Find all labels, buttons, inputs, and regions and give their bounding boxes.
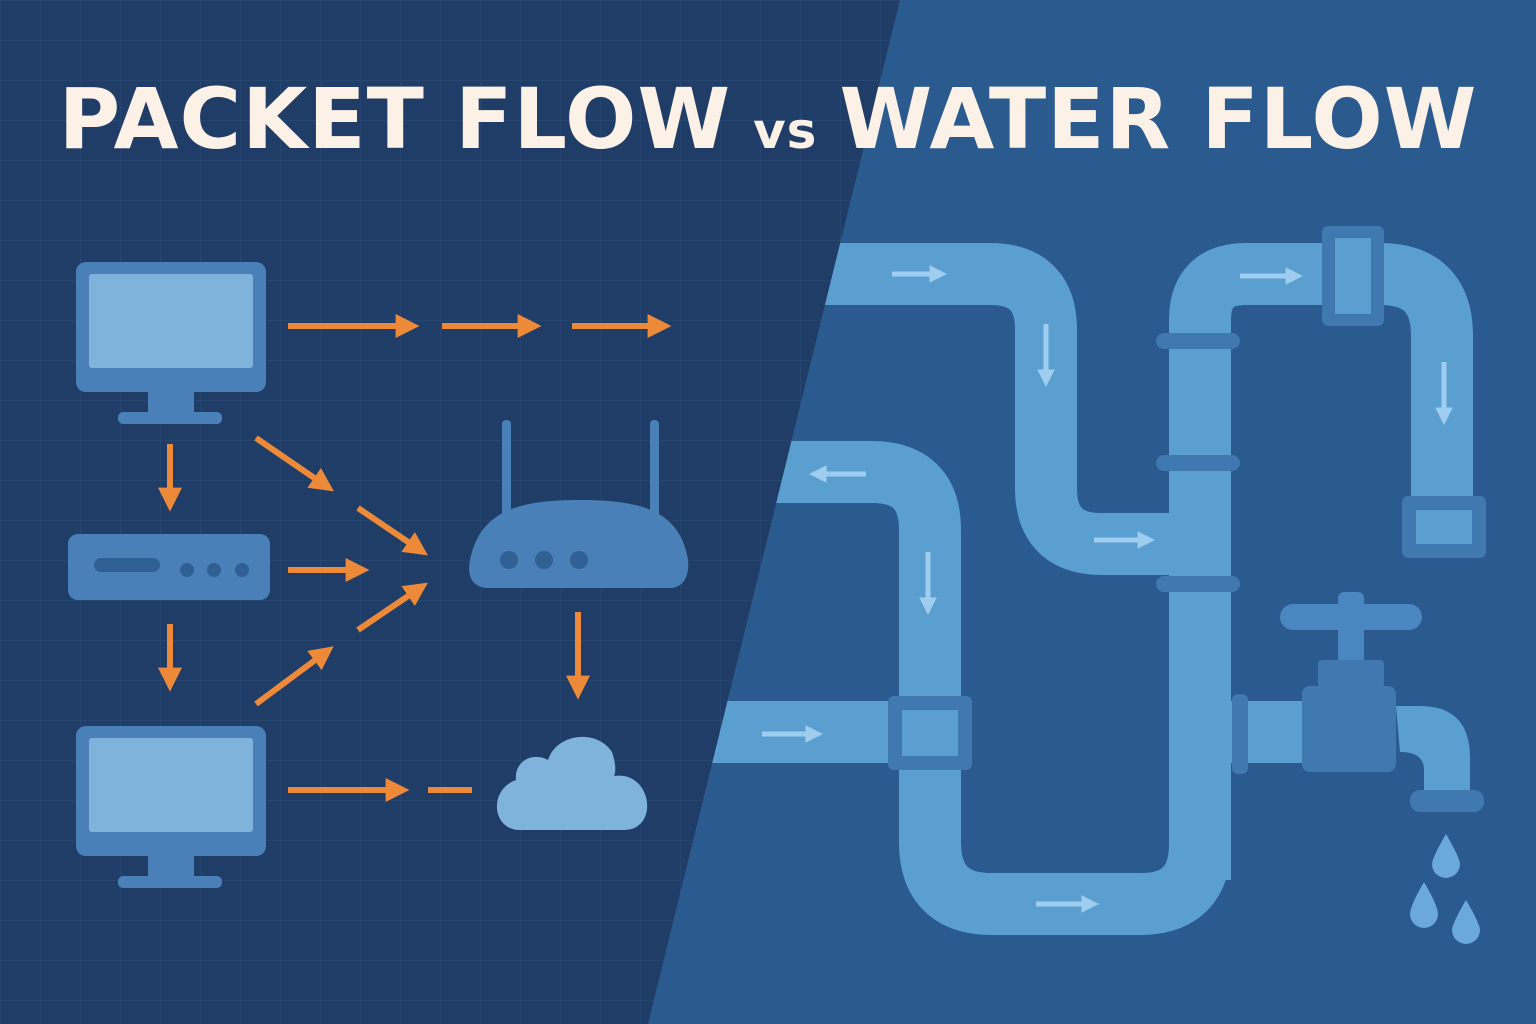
pipe-fittings <box>888 226 1486 774</box>
water-flow-arrows <box>762 265 1453 913</box>
router-icon <box>469 420 689 588</box>
title-right: WATER FLOW <box>839 70 1478 168</box>
water-drop-icon <box>1410 834 1480 944</box>
cloud-icon <box>496 736 648 830</box>
faucet-icon <box>1280 592 1484 812</box>
computer-icon <box>76 726 266 888</box>
packet-arrows <box>158 314 672 802</box>
page-title: PACKET FLOW vs WATER FLOW <box>0 70 1536 168</box>
title-vs: vs <box>753 102 818 160</box>
computer-icon <box>76 262 266 424</box>
title-left: PACKET FLOW <box>58 70 732 168</box>
modem-icon <box>68 534 270 600</box>
